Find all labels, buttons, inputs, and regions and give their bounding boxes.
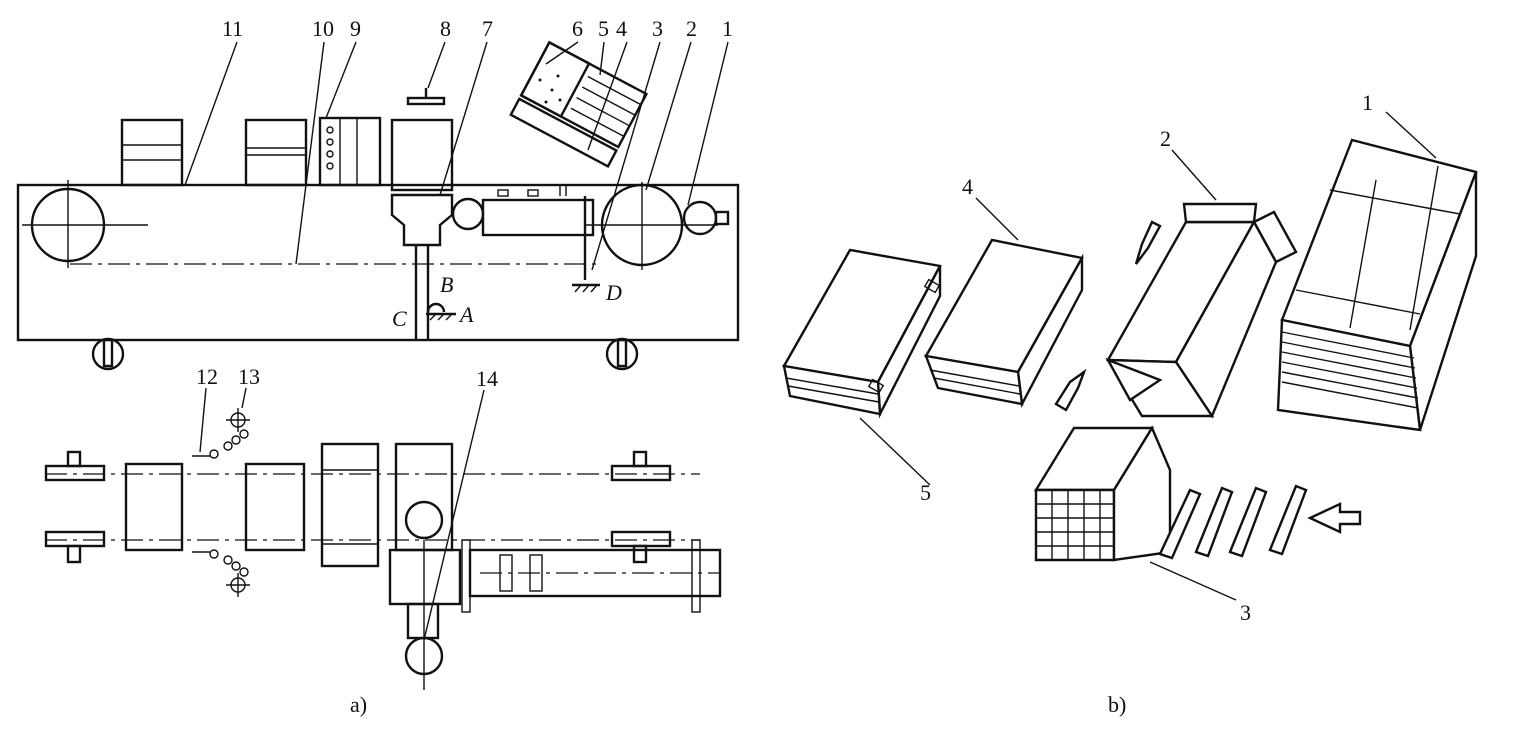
label-3: 3 xyxy=(652,16,663,41)
label-6: 6 xyxy=(572,16,583,41)
point-c: C xyxy=(392,306,407,331)
point-d: D xyxy=(605,280,622,305)
label-14: 14 xyxy=(476,366,498,391)
label-8: 8 xyxy=(440,16,451,41)
label-7: 7 xyxy=(482,16,493,41)
flow-arrow-right-icon xyxy=(1307,502,1362,534)
panel-b-drawing xyxy=(782,111,1478,601)
label-b-2: 2 xyxy=(1160,126,1171,151)
panel-b-labels: 1 2 3 4 5 b) xyxy=(920,90,1373,717)
panel-a-side-view xyxy=(16,40,740,371)
flow-arrow-down-icon xyxy=(1134,220,1162,265)
panel-b-arrows xyxy=(1054,220,1362,534)
label-4: 4 xyxy=(616,16,627,41)
label-5: 5 xyxy=(598,16,609,41)
label-12: 12 xyxy=(196,364,218,389)
caption-b: b) xyxy=(1108,692,1126,717)
label-1: 1 xyxy=(722,16,733,41)
label-10: 10 xyxy=(312,16,334,41)
panel-a-labels: 11 10 9 8 7 6 5 4 3 2 1 12 13 14 B A C D… xyxy=(196,16,733,717)
flow-arrow-up-icon xyxy=(1054,368,1087,412)
label-13: 13 xyxy=(238,364,260,389)
label-9: 9 xyxy=(350,16,361,41)
caption-a: a) xyxy=(350,692,367,717)
point-b: B xyxy=(440,272,453,297)
panel-a-top-view xyxy=(44,387,722,690)
label-2: 2 xyxy=(686,16,697,41)
label-11: 11 xyxy=(222,16,243,41)
label-b-5: 5 xyxy=(920,480,931,505)
point-a: A xyxy=(458,302,474,327)
label-b-1: 1 xyxy=(1362,90,1373,115)
label-b-4: 4 xyxy=(962,174,973,199)
label-b-3: 3 xyxy=(1240,600,1251,625)
